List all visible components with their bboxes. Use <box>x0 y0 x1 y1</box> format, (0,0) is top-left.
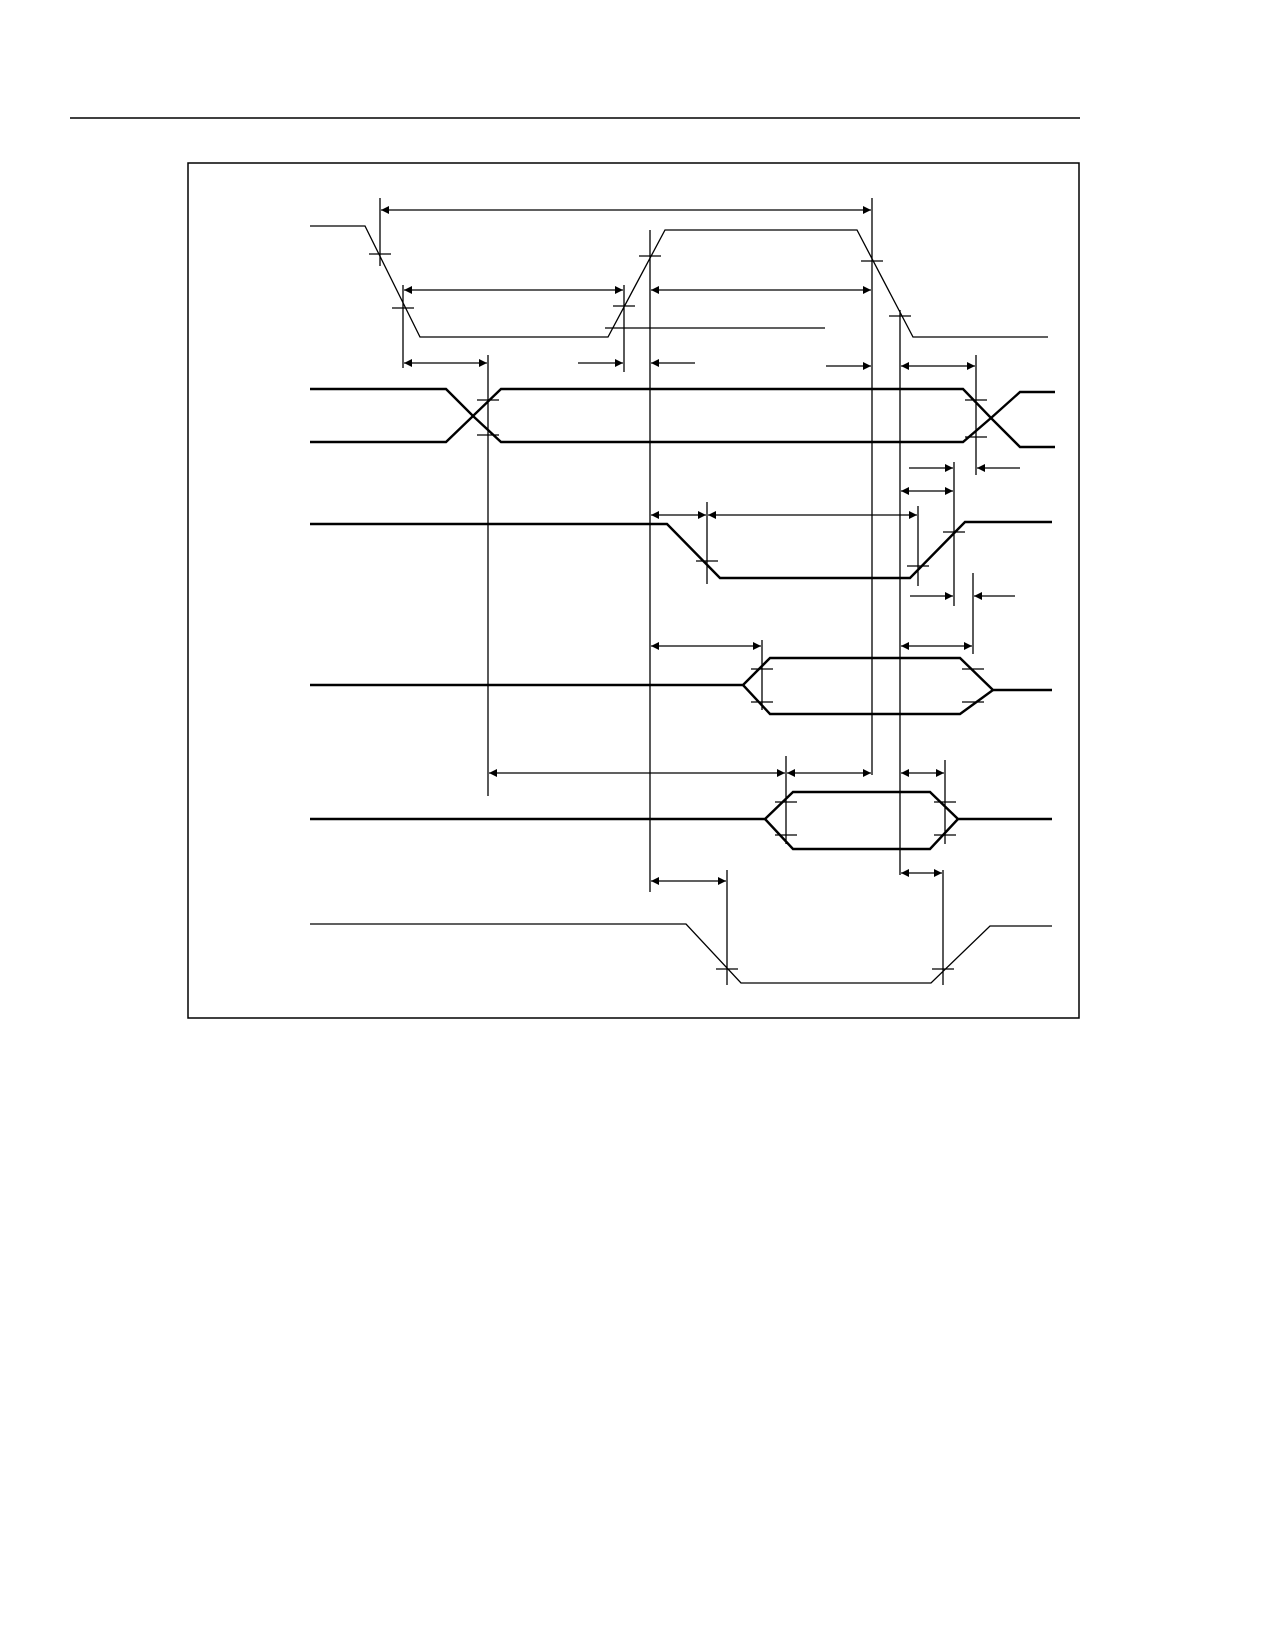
strobe-waveform <box>310 520 1052 580</box>
figure-frame <box>187 162 1080 1019</box>
address-bus-upper <box>310 387 1055 420</box>
clock-waveform <box>310 225 1048 338</box>
data-bus-1-waveform <box>310 656 1052 692</box>
address-bus-lower <box>310 414 1055 449</box>
data-bus-1-lower <box>742 684 994 716</box>
strobe-2-waveform <box>310 923 1052 984</box>
data-bus-2-lower <box>764 818 959 851</box>
data-bus-2-waveform <box>310 790 1052 821</box>
